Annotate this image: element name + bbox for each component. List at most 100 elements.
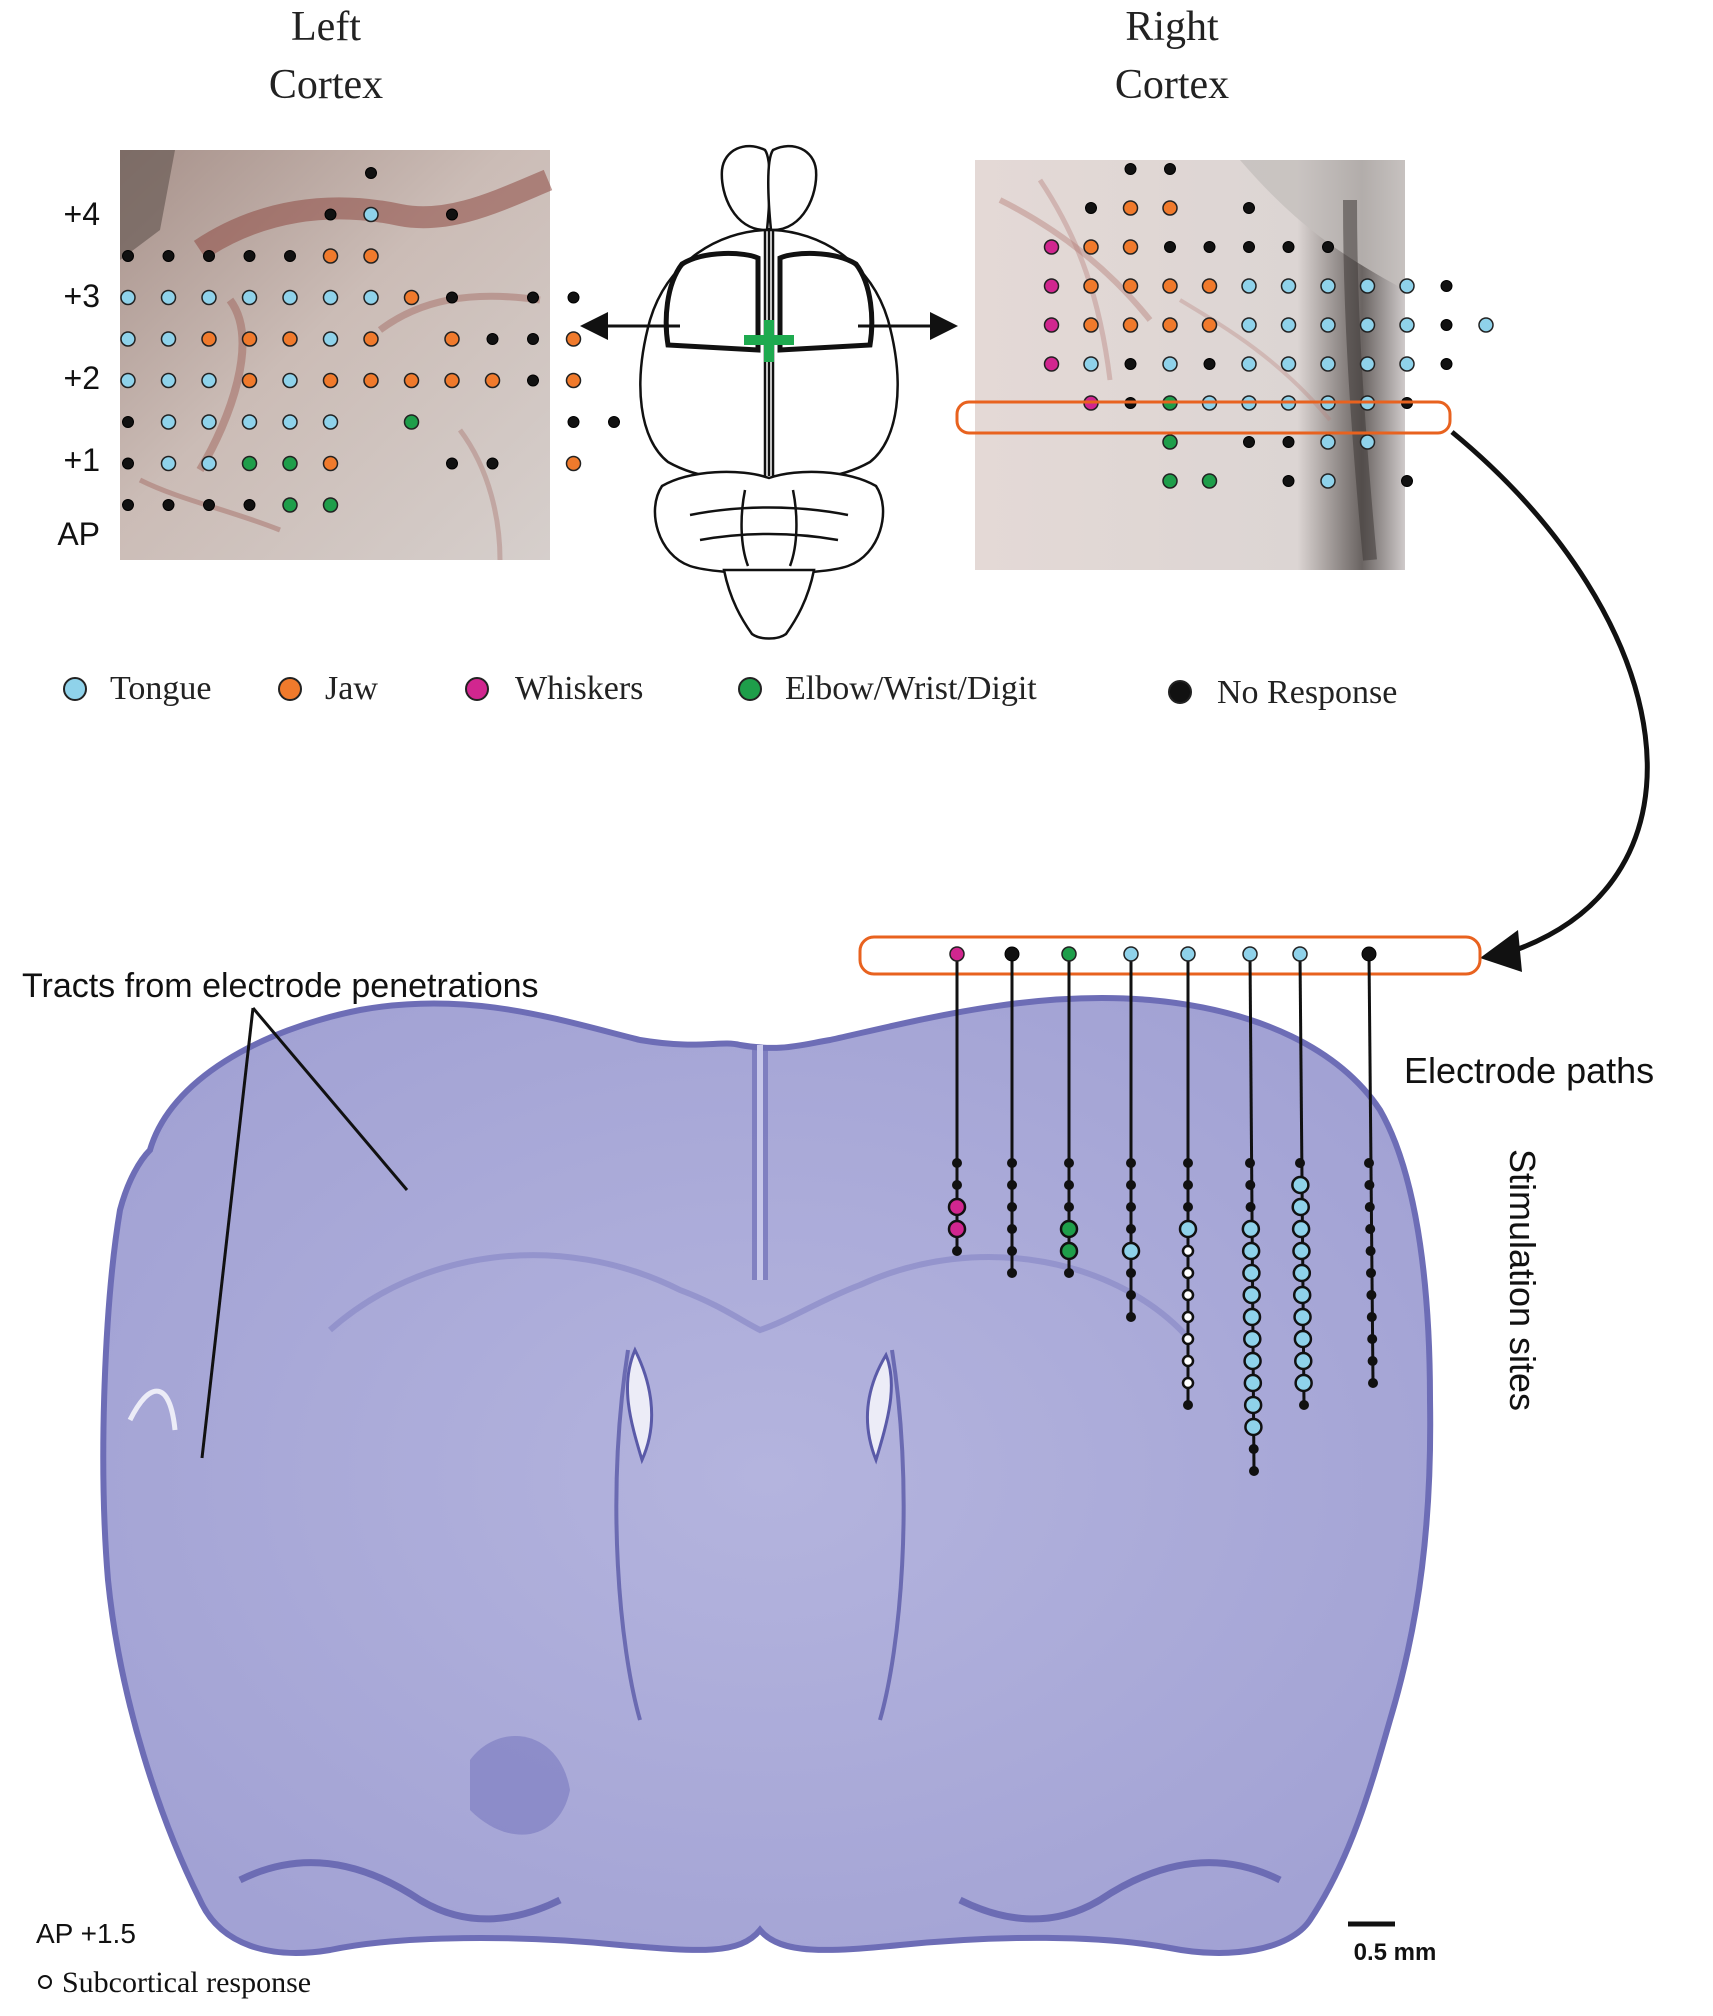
ap-label-plus2: +2 — [64, 360, 100, 396]
left-cortex-site-none — [243, 250, 256, 262]
stimulation-sites-label: Stimulation sites — [1502, 1149, 1543, 1411]
left-cortex-site-none — [243, 499, 256, 511]
left-cortex-site-tongue — [160, 455, 177, 472]
left-cortex-site-tongue — [363, 206, 379, 223]
right-cortex-site-none — [1243, 202, 1255, 214]
right-cortex-site-jaw — [1122, 239, 1139, 255]
stimulation-site-none — [952, 1246, 962, 1256]
stimulation-site-none — [1064, 1268, 1074, 1278]
legend-swatch-whiskers — [465, 677, 489, 701]
left-cortex-site-tongue — [241, 414, 258, 430]
right-cortex-site-tongue — [1280, 317, 1297, 333]
stimulation-site-tongue — [1241, 1241, 1261, 1261]
right-cortex-site-tongue — [1359, 434, 1376, 450]
electrode-entry-none — [1004, 946, 1020, 962]
left-cortex-site-tongue — [322, 414, 339, 430]
stimulation-site-none — [1126, 1312, 1136, 1322]
stimulation-site-tongue — [1292, 1285, 1312, 1305]
brain-schematic — [639, 144, 899, 640]
electrode-entry-tongue — [1292, 946, 1308, 962]
stimulation-site-elbow — [1059, 1241, 1079, 1261]
electrode-paths-label: Electrode paths — [1404, 1050, 1654, 1091]
stimulation-site-none — [1364, 1158, 1374, 1168]
left-cortex-site-none — [122, 416, 134, 428]
left-cortex-site-none — [203, 250, 215, 262]
stimulation-site-none — [1245, 1180, 1256, 1190]
left-cortex-site-jaw — [444, 372, 460, 389]
stimulation-site-none — [1367, 1356, 1378, 1366]
stimulation-site-tongue — [1243, 1373, 1263, 1393]
stimulation-site-none — [1365, 1246, 1376, 1256]
left-cortex-site-elbow — [282, 497, 298, 513]
stimulation-site-tongue — [1293, 1329, 1313, 1349]
left-cortex-site-elbow — [282, 455, 298, 472]
stimulation-site-none — [1064, 1202, 1074, 1212]
electrode-entry-tongue — [1242, 946, 1258, 962]
right-cortex-site-tongue — [1359, 317, 1376, 333]
stimulation-site-none — [1299, 1400, 1309, 1410]
stimulation-site-subcortical — [1181, 1376, 1195, 1390]
left-cortex-site-jaw — [241, 331, 258, 347]
stimulation-site-subcortical — [1181, 1266, 1195, 1280]
connector-arrowhead — [1480, 930, 1522, 972]
left-cortex-site-none — [122, 457, 134, 470]
stimulation-site-tongue — [1121, 1241, 1141, 1261]
left-cortex-site-jaw — [322, 248, 339, 264]
legend-swatch-elbow — [738, 677, 762, 701]
right-cortex-site-none — [1203, 241, 1216, 253]
left-cortex-site-none — [527, 291, 539, 304]
right-cortex-site-none — [1440, 280, 1453, 292]
stimulation-site-tongue — [1292, 1241, 1311, 1261]
left-cortex-site-elbow — [241, 455, 258, 472]
legend-item-tongue: Tongue — [63, 670, 212, 707]
legend-label-none: No Response — [1217, 674, 1397, 711]
left-cortex-site-tongue — [241, 289, 258, 306]
electrode-entry-whiskers — [949, 946, 965, 962]
ap-section-label: AP +1.5 — [36, 1918, 136, 1949]
right-cortex-site-none — [1203, 358, 1216, 370]
coronal-section — [100, 995, 1434, 1956]
electrode-entry-none — [1361, 946, 1377, 962]
stimulation-site-none — [1007, 1202, 1017, 1212]
stimulation-site-none — [952, 1180, 962, 1190]
left-cortex-site-jaw — [201, 331, 217, 347]
right-cortex-site-jaw — [1122, 278, 1139, 294]
stimulation-site-none — [1183, 1158, 1193, 1168]
stimulation-site-subcortical — [1181, 1332, 1195, 1346]
left-cortex-site-tongue — [282, 414, 298, 430]
left-cortex-site-jaw — [322, 372, 339, 389]
left-cortex-site-none — [527, 333, 539, 345]
left-cortex-site-jaw — [444, 331, 460, 347]
stimulation-site-none — [1064, 1158, 1074, 1168]
left-title-line2: Cortex — [269, 62, 383, 108]
ap-label-plus1: +1 — [64, 442, 100, 478]
stimulation-site-none — [1007, 1246, 1017, 1256]
right-cortex-site-jaw — [1122, 317, 1139, 333]
right-cortex-site-elbow — [1162, 434, 1178, 450]
left-cortex-site-jaw — [484, 372, 501, 389]
left-cortex-site-tongue — [282, 372, 298, 389]
stimulation-site-subcortical — [1181, 1310, 1195, 1324]
right-cortex-site-none — [1164, 163, 1176, 175]
right-cortex-site-whiskers — [1043, 278, 1060, 294]
right-cortex-site-none — [1282, 475, 1295, 487]
stimulation-site-none — [1366, 1268, 1376, 1278]
right-cortex-site-jaw — [1162, 200, 1178, 216]
right-cortex-site-tongue — [1478, 317, 1494, 333]
tract-pointer-1 — [251, 1007, 409, 1191]
left-cortex-site-none — [122, 250, 134, 262]
ap-label-plus3: +3 — [64, 278, 100, 314]
right-cortex-site-jaw — [1122, 200, 1139, 216]
stimulation-site-none — [1126, 1180, 1136, 1190]
left-cortex-site-jaw — [565, 372, 582, 389]
left-cortex-site-tongue — [322, 331, 339, 347]
stimulation-site-none — [1007, 1224, 1017, 1234]
left-cortex-site-tongue — [120, 331, 136, 347]
right-cortex-site-tongue — [1399, 278, 1415, 294]
stimulation-site-tongue — [1241, 1219, 1261, 1239]
stimulation-site-none — [1126, 1158, 1136, 1168]
right-cortex-map — [1043, 163, 1494, 489]
stimulation-site-tongue — [1294, 1373, 1313, 1393]
